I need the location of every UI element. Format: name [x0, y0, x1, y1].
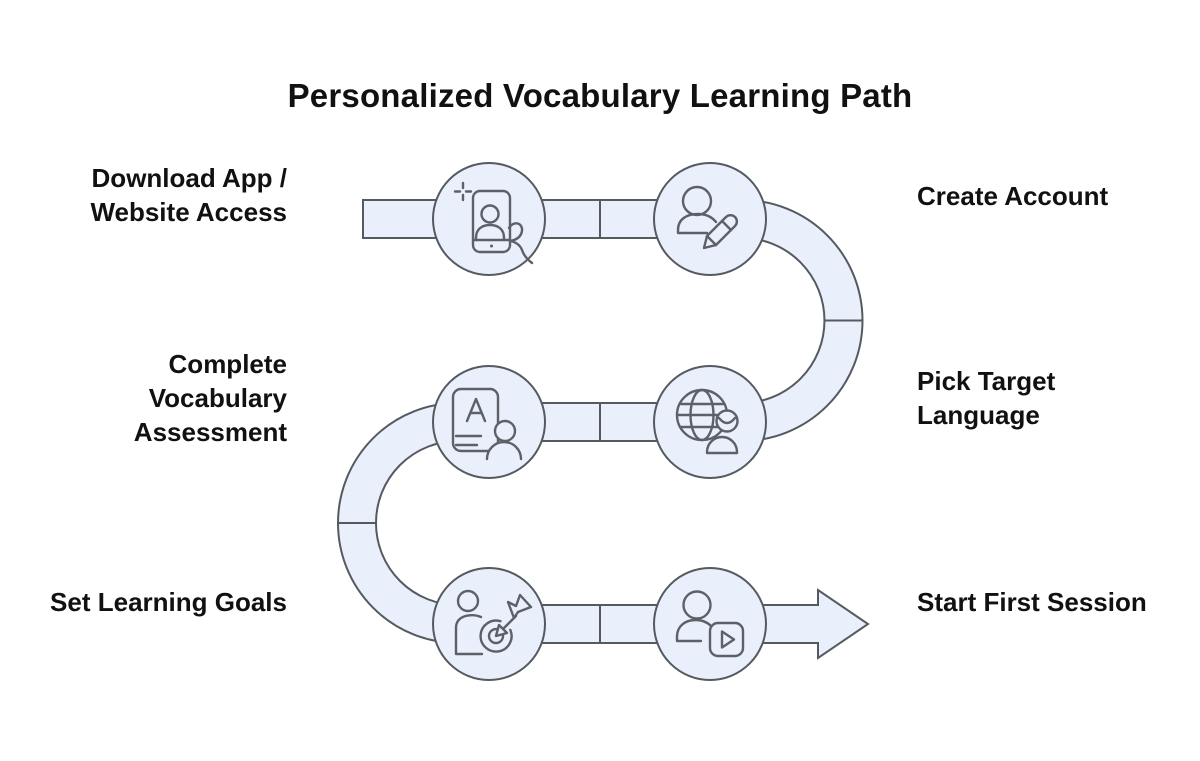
step-label-start-first-session: Start First Session: [917, 585, 1147, 619]
play-button-box: [708, 621, 745, 658]
person-head: [715, 409, 739, 433]
phone-home-dot: [490, 244, 493, 248]
flow-path-band: [337, 199, 870, 660]
step-node-4: [432, 365, 546, 479]
pencil-tip-line: [705, 234, 718, 247]
page-title: Personalized Vocabulary Learning Path: [287, 77, 913, 114]
person-play-button-icon: [675, 590, 745, 658]
target-inner-ring: [487, 627, 505, 645]
person-head: [493, 419, 517, 443]
step-label-set-learning-goals: Set Learning Goals: [50, 585, 287, 619]
person-target-dart-icon: [454, 589, 533, 656]
person-shoulders: [675, 618, 713, 643]
card-outline: [451, 387, 500, 453]
play-triangle: [720, 630, 736, 649]
pencil-eraser-line: [720, 219, 733, 232]
phone-body: [471, 189, 512, 254]
label-line: Website Access: [90, 197, 287, 227]
label-line: Complete: [168, 349, 287, 379]
label-line: Vocabulary: [148, 383, 287, 413]
pencil-outline: [702, 214, 738, 250]
dart-fletching: [506, 593, 533, 620]
label-line: Pick Target: [917, 366, 1056, 396]
letter-a: [465, 397, 487, 423]
phone-person-hand-icon: [453, 181, 534, 265]
dart-head: [494, 623, 509, 638]
label-line: Assessment: [133, 417, 287, 447]
step-label-create-account: Create Account: [917, 179, 1108, 213]
person-shoulders: [485, 440, 523, 461]
card-letter-a-person-icon: [451, 387, 523, 461]
person-head: [480, 204, 500, 224]
step-label-pick-target-language: Pick Target Language: [917, 364, 1055, 432]
person-face-curve: [717, 416, 737, 425]
card-text-lines: [454, 434, 483, 447]
step-label-download-app: Download App / Website Access: [90, 161, 287, 229]
target-outer-ring: [479, 619, 513, 653]
person-shoulders: [474, 223, 506, 242]
person-shoulders: [676, 212, 718, 235]
globe-person-icon: [675, 388, 739, 455]
sparkle: [453, 181, 473, 202]
label-line: Start First Session: [917, 587, 1147, 617]
person-head: [456, 589, 480, 613]
hand: [507, 222, 534, 265]
label-line: Language: [917, 400, 1040, 430]
step-node-2: [653, 162, 767, 276]
label-line: Download App /: [91, 163, 287, 193]
person-shoulders: [705, 435, 739, 455]
step-label-complete-vocabulary-assessment: Complete Vocabulary Assessment: [134, 347, 287, 449]
person-head: [682, 590, 712, 620]
label-line: Set Learning Goals: [50, 587, 287, 617]
person-pencil-icon: [676, 185, 738, 250]
label-line: Create Account: [917, 181, 1109, 211]
step-node-3: [653, 365, 767, 479]
step-node-5: [432, 567, 546, 681]
person-torso: [454, 614, 484, 656]
